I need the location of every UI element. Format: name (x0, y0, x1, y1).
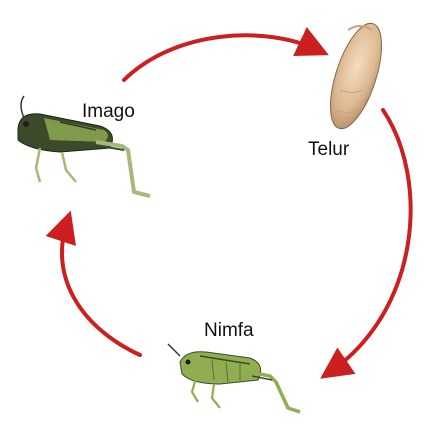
arrow-imago-to-telur (122, 27, 329, 82)
nymph-grasshopper-illustration (167, 343, 301, 414)
arrow-telur-to-nimfa (320, 108, 413, 379)
adult-grasshopper-illustration (17, 95, 151, 198)
arrow-nimfa-to-imago (45, 210, 142, 357)
stage-label-telur: Telur (308, 139, 350, 160)
egg-illustration (329, 22, 383, 130)
stage-label-imago: Imago (82, 101, 135, 122)
stage-label-nimfa: Nimfa (204, 320, 254, 341)
